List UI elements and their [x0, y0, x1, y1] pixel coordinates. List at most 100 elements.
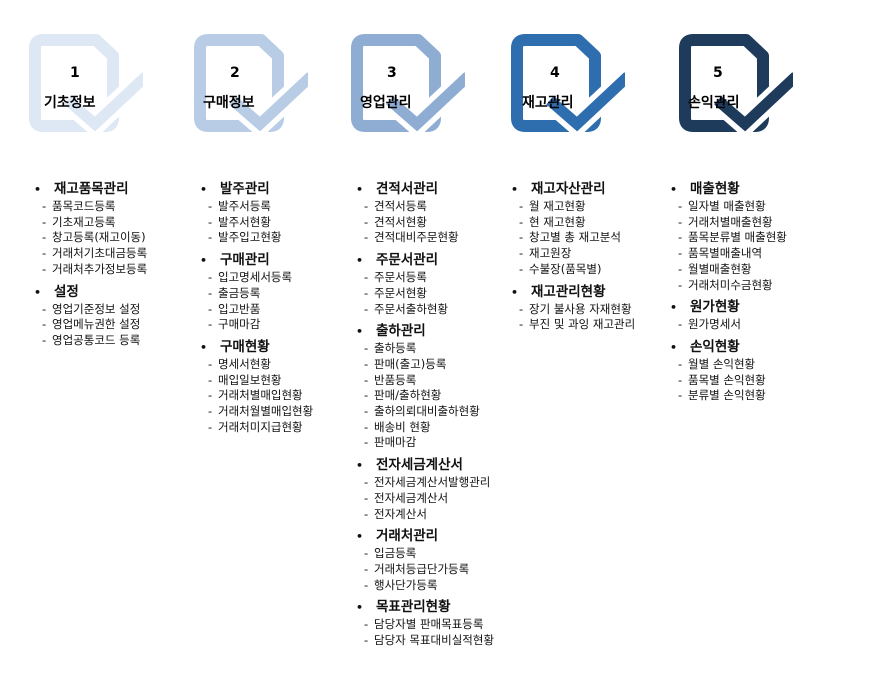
- menu-item-text: 거래처등급단가등록: [374, 561, 470, 576]
- section-title: •손익현황: [670, 338, 787, 357]
- menu-item-text: 판매/출하현황: [374, 388, 442, 403]
- menu-item: -매입일보현황: [208, 373, 313, 389]
- step-label: 기초정보: [44, 95, 96, 111]
- bullet-icon: •: [511, 285, 519, 299]
- menu-section: •재고자산관리-월 재고현황-현 재고현황-창고별 총 재고분석-재고원장-수불…: [511, 180, 635, 278]
- dash-marker: -: [42, 246, 47, 261]
- step-label: 구매정보: [203, 95, 255, 111]
- dash-marker: -: [42, 214, 47, 229]
- dash-marker: -: [208, 230, 213, 245]
- dash-marker: -: [42, 317, 47, 332]
- dash-marker: -: [519, 301, 524, 316]
- menu-item-text: 판매(출고)등록: [374, 356, 447, 371]
- menu-item-text: 품목별 손익현황: [688, 372, 766, 387]
- menu-item-text: 입금등록: [374, 546, 417, 561]
- menu-item: -판매(출고)등록: [364, 357, 494, 373]
- section-title: •매출현황: [670, 180, 787, 199]
- section-title: •구매현황: [200, 338, 313, 357]
- section-title-text: 전자세금계산서: [376, 457, 463, 474]
- menu-item-text: 창고별 총 재고분석: [529, 230, 621, 245]
- menu-section: • 주문서관리-주문서등록-주문서현황-주문서출하현황: [356, 251, 494, 317]
- menu-section: •손익현황-월별 손익현황-품목별 손익현황-분류별 손익현황: [670, 338, 787, 404]
- section-title: •목표관리현황: [356, 598, 494, 617]
- step-4: 4 재고관리: [500, 30, 625, 135]
- bullet-icon: •: [670, 183, 678, 196]
- step-number: 5: [713, 65, 723, 81]
- dash-marker: -: [519, 246, 524, 261]
- dash-marker: -: [678, 199, 683, 213]
- section-title-text: 주문서관리: [376, 252, 439, 269]
- menu-section: •구매현황-명세서현황-매입일보현황-거래처별매입현황-거래처월별매입현황-거래…: [200, 338, 313, 436]
- document-check-icon: [679, 34, 793, 135]
- bullet-icon: •: [356, 254, 364, 268]
- dash-marker: -: [208, 388, 213, 403]
- section-title-text: 발주관리: [220, 181, 270, 197]
- section-title-text: 손익현황: [690, 338, 740, 355]
- menu-item: -견적서등록: [364, 199, 494, 215]
- document-check-icon: [351, 34, 465, 135]
- menu-item-text: 거래처기초대금등록: [52, 246, 148, 261]
- step-number: 2: [230, 65, 240, 81]
- menu-item: -월별 손익현황: [678, 357, 787, 373]
- menu-section: •거래처관리-입금등록-거래처등급단가등록-행사단가등록: [356, 527, 494, 593]
- section-title: • 주문서관리: [356, 251, 494, 270]
- step-5: 5 손익관리: [668, 30, 793, 135]
- dash-marker: -: [364, 372, 369, 387]
- menu-item-text: 전자계산서: [374, 506, 427, 521]
- dash-marker: -: [208, 270, 213, 285]
- column-profit-loss: •매출현황-일자별 매출현황-거래처별매출현황-품목분류별 매출현황-품목별매출…: [670, 180, 787, 409]
- section-title-text: 구매관리: [220, 252, 270, 269]
- menu-item: -영업메뉴권한 설정: [42, 317, 147, 333]
- dash-marker: -: [208, 404, 213, 419]
- menu-item: -영업기준정보 설정: [42, 302, 147, 318]
- document-check-icon: [29, 34, 143, 135]
- menu-item: -발주입고현황: [208, 230, 313, 246]
- menu-item: -입고반품: [208, 302, 313, 318]
- dash-marker: -: [208, 356, 213, 371]
- section-title-text: 재고자산관리: [531, 181, 606, 197]
- step-label: 손익관리: [688, 95, 740, 111]
- menu-item: -거래처월별매입현황: [208, 404, 313, 420]
- dash-marker: -: [678, 261, 683, 276]
- step-number: 3: [387, 65, 397, 81]
- menu-item-text: 영업메뉴권한 설정: [52, 317, 141, 332]
- menu-item-text: 판매마감: [374, 435, 417, 450]
- menu-item-list: -원가명세서: [670, 317, 787, 333]
- menu-item: -거래처별매입현황: [208, 388, 313, 404]
- menu-item: -품목별매출내역: [678, 246, 787, 262]
- menu-item-text: 기초재고등록: [52, 214, 116, 229]
- dash-marker: -: [364, 404, 369, 419]
- menu-item: -장기 불사용 자재현황: [519, 302, 635, 318]
- menu-item-text: 거래처미수금현황: [688, 277, 773, 292]
- dash-marker: -: [364, 199, 369, 213]
- menu-item: -현 재고현황: [519, 215, 635, 231]
- column-inventory: •재고자산관리-월 재고현황-현 재고현황-창고별 총 재고분석-재고원장-수불…: [511, 180, 635, 338]
- menu-item: -전자계산서: [364, 507, 494, 523]
- dash-marker: -: [42, 261, 47, 276]
- menu-item-text: 명세서현황: [218, 356, 271, 371]
- section-title-text: 목표관리현황: [376, 599, 451, 616]
- menu-item-text: 영업기준정보 설정: [52, 301, 141, 316]
- menu-item-list: -주문서등록-주문서현황-주문서출하현황: [356, 270, 494, 317]
- menu-item-list: -견적서등록-견적서현황-견적대비주문현황: [356, 199, 494, 246]
- dash-marker: -: [678, 246, 683, 261]
- section-title-text: 재고관리현황: [531, 283, 606, 300]
- dash-marker: -: [678, 356, 683, 371]
- menu-item-list: -입고명세서등록-출금등록-입고반품-구매마감: [200, 270, 313, 333]
- menu-item: -주문서등록: [364, 270, 494, 286]
- menu-item: -거래처미지급현황: [208, 420, 313, 436]
- menu-item: -입고명세서등록: [208, 270, 313, 286]
- menu-item: -전자세금계산서: [364, 491, 494, 507]
- menu-item-text: 주문서출하현황: [374, 301, 449, 316]
- menu-item: -거래처미수금현황: [678, 278, 787, 294]
- dash-marker: -: [678, 214, 683, 229]
- menu-item: -기초재고등록: [42, 215, 147, 231]
- menu-item-list: -월별 손익현황-품목별 손익현황-분류별 손익현황: [670, 357, 787, 404]
- dash-marker: -: [364, 617, 369, 632]
- section-title: •재고자산관리: [511, 180, 635, 199]
- menu-section: •구매관리-입고명세서등록-출금등록-입고반품-구매마감: [200, 251, 313, 333]
- menu-section: •목표관리현황-담당자별 판매목표등록-담당자 목표대비실적현황: [356, 598, 494, 648]
- dash-marker: -: [42, 199, 47, 213]
- menu-item-text: 품목코드등록: [52, 199, 116, 213]
- dash-marker: -: [42, 230, 47, 245]
